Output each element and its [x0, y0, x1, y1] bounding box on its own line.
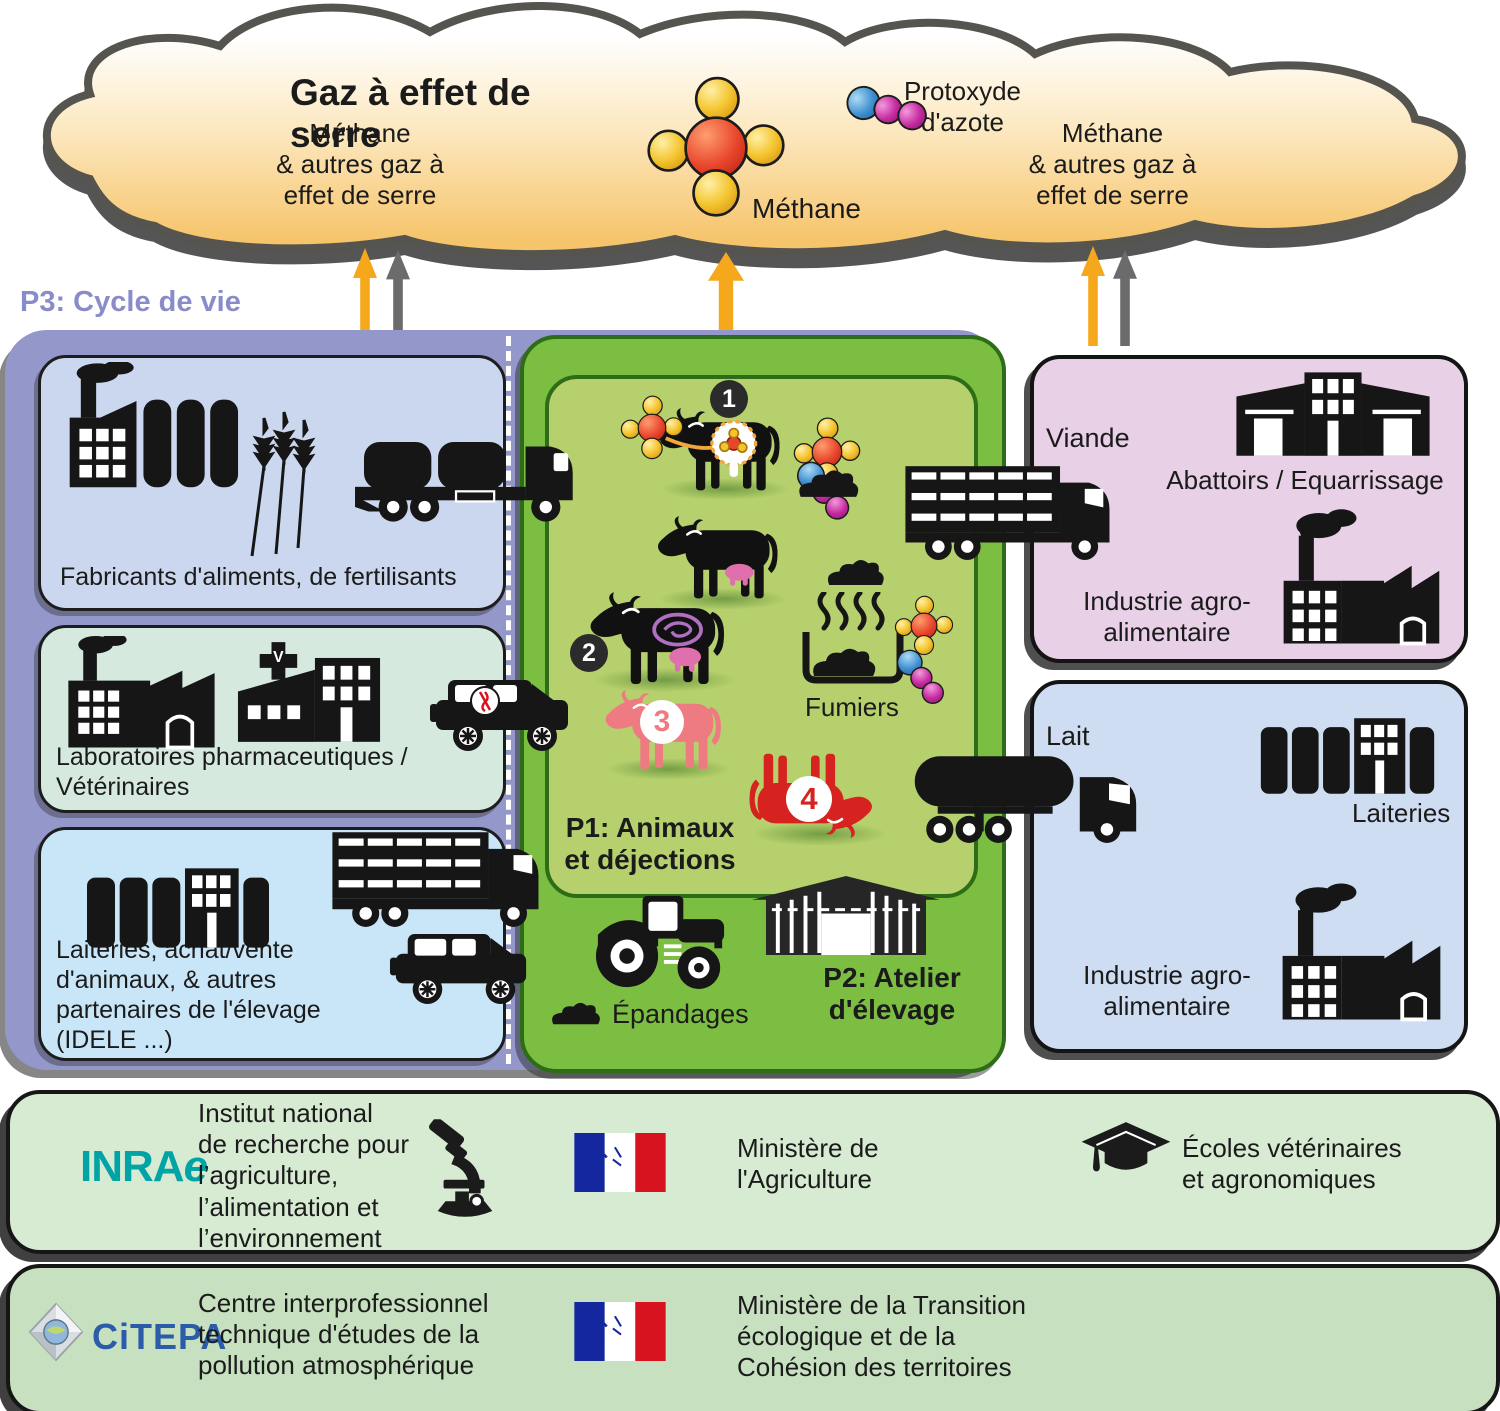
- milk-tanker-icon: [912, 750, 1164, 844]
- laiteries-building-icon: [1235, 716, 1460, 796]
- methane-small-icon-3: [894, 595, 954, 656]
- tractor-icon: [588, 892, 734, 991]
- ministry-agriculture-label: Ministère de l'Agriculture: [737, 1133, 879, 1195]
- inrae-logo: INRAe: [80, 1142, 208, 1191]
- manure-icon-3: [550, 996, 604, 1026]
- badge-3: 3: [640, 700, 684, 744]
- cow-digestion-icon: [582, 592, 732, 686]
- feed-truck-icon: [352, 424, 578, 525]
- methane-center-label: Méthane: [752, 193, 861, 224]
- feed-manufacturers-label: Fabricants d'aliments, de fertilisants: [60, 563, 457, 591]
- partner-jeep-icon: [388, 926, 536, 1013]
- citepa-diamond-icon: [28, 1302, 84, 1362]
- manure-icon-1: [797, 462, 863, 499]
- methane-molecule-icon: [647, 76, 785, 217]
- partners-bar-research: [6, 1090, 1500, 1254]
- methane-small-icon-1: [620, 395, 684, 460]
- partners-label: Laiteries, achat/vente d'animaux, & autr…: [56, 936, 321, 1054]
- citepa-logo: CiTEPA: [92, 1316, 228, 1357]
- lait-label: Lait: [1046, 721, 1090, 751]
- p2-label: P2: Atelier d'élevage: [823, 962, 961, 1026]
- citepa-description: Centre interprofessionnel technique d'ét…: [198, 1288, 489, 1381]
- pharma-factory-icon: [58, 636, 220, 750]
- laiteries-label: Laiteries: [1352, 798, 1451, 828]
- livestock-truck-icon: [903, 460, 1115, 561]
- badge-2: 2: [570, 634, 608, 672]
- livestock-truck-small-icon: [328, 826, 546, 928]
- fumiers-label: Fumiers: [805, 692, 899, 722]
- pharma-vets-label: Laboratoires pharmaceutiques / Vétérinai…: [56, 743, 408, 801]
- p3-label: P3: Cycle de vie: [20, 286, 241, 318]
- red-cow-shadow: [752, 822, 887, 846]
- graduation-cap-icon: [1080, 1120, 1172, 1180]
- wheat-icon: [250, 408, 316, 558]
- abattoir-building-icon: [1212, 368, 1454, 458]
- badge-1: 1: [710, 380, 748, 418]
- badge-4: 4: [786, 776, 832, 822]
- viande-label: Viande: [1046, 423, 1130, 453]
- vet-jeep-icon: [428, 672, 578, 760]
- ministry-transition-label: Ministère de la Transition écologique et…: [737, 1290, 1027, 1383]
- dairy-building-icon: [58, 866, 298, 950]
- vet-clinic-icon: [236, 640, 384, 744]
- cow-1-icon: [652, 408, 787, 492]
- methane-left-label: Méthane & autres gaz à effet de serre: [276, 118, 444, 211]
- epandages-label: Épandages: [612, 999, 749, 1029]
- methane-right-label: Méthane & autres gaz à effet de serre: [1028, 118, 1197, 211]
- fumiers-icon: [798, 592, 908, 684]
- microscope-icon: [426, 1118, 504, 1222]
- veterinary-schools-label: Écoles vétérinaires et agronomiques: [1182, 1133, 1402, 1195]
- manure-icon-2: [826, 552, 888, 587]
- feed-factory-icon: [58, 362, 240, 490]
- milk-industry-label: Industrie agro- alimentaire: [1083, 960, 1251, 1022]
- milk-agro-factory-icon: [1264, 872, 1454, 1022]
- cow-2-icon: [650, 516, 785, 600]
- cow3-shadow: [592, 668, 737, 692]
- p1-label: P1: Animaux et déjections: [564, 812, 736, 876]
- partners-bar-citepa: [6, 1264, 1500, 1411]
- meat-agro-factory-icon: [1264, 498, 1454, 646]
- french-flag-icon-transition: [574, 1302, 666, 1361]
- abattoirs-label: Abattoirs / Equarrissage: [1166, 465, 1444, 495]
- meat-industry-label: Industrie agro- alimentaire: [1083, 586, 1251, 648]
- cloud-title: Gaz à effet de serre: [290, 72, 531, 155]
- barn-icon: [752, 876, 940, 957]
- inrae-description: Institut national de recherche pour l’ag…: [198, 1098, 410, 1253]
- french-flag-icon-agriculture: [574, 1133, 666, 1192]
- n2o-label: Protoxyde d'azote: [903, 76, 1022, 138]
